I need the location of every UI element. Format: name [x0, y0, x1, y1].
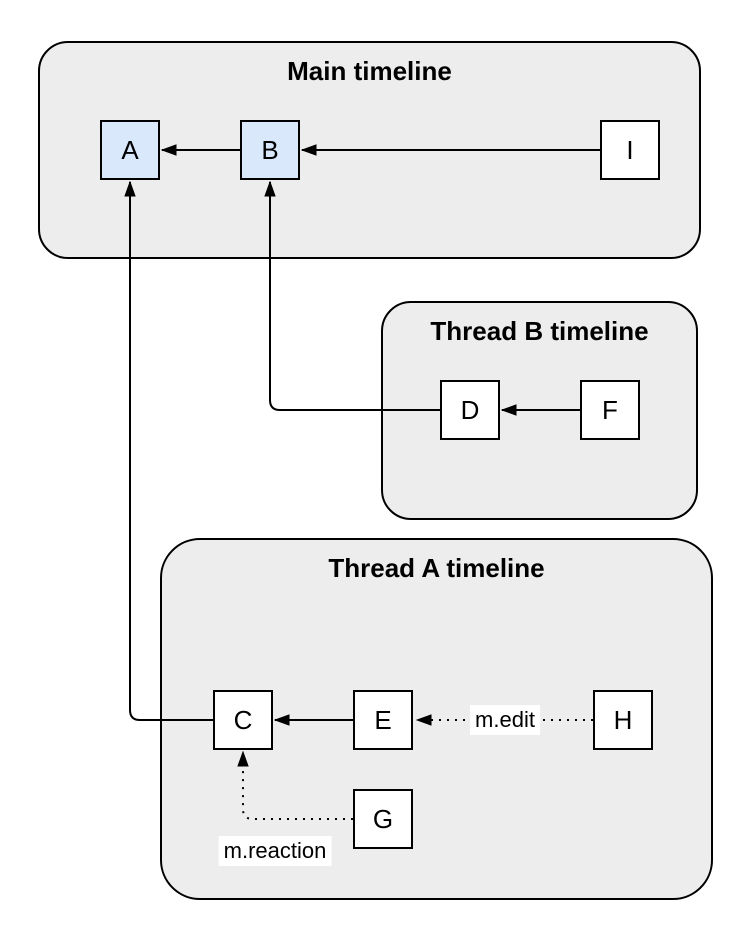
container-title-main-timeline: Main timeline [287, 56, 452, 86]
event-node-a-label: A [121, 134, 139, 165]
event-node-g-label: G [372, 803, 394, 834]
event-node-f-label: F [602, 394, 618, 425]
event-node-i: I [600, 120, 660, 180]
event-node-a: A [100, 120, 160, 180]
event-node-e-label: E [374, 704, 392, 735]
event-node-h: H [593, 690, 653, 750]
event-node-c: C [213, 690, 273, 750]
event-node-h-label: H [613, 704, 633, 735]
event-node-i-label: I [626, 134, 634, 165]
event-node-c-label: C [233, 704, 253, 735]
container-title-thread-b-timeline: Thread B timeline [430, 316, 649, 346]
edge-label-m-reaction: m.reaction [218, 836, 332, 866]
event-node-f: F [580, 380, 640, 440]
container-thread-b-timeline: Thread B timeline [381, 301, 698, 520]
event-node-b-label: B [261, 134, 279, 165]
container-title-thread-a-timeline: Thread A timeline [328, 553, 545, 583]
event-node-d: D [440, 380, 500, 440]
event-node-d-label: D [460, 394, 480, 425]
event-node-g: G [353, 789, 413, 849]
event-node-e: E [353, 690, 413, 750]
edge-label-m-edit: m.edit [470, 705, 540, 735]
event-node-b: B [240, 120, 300, 180]
